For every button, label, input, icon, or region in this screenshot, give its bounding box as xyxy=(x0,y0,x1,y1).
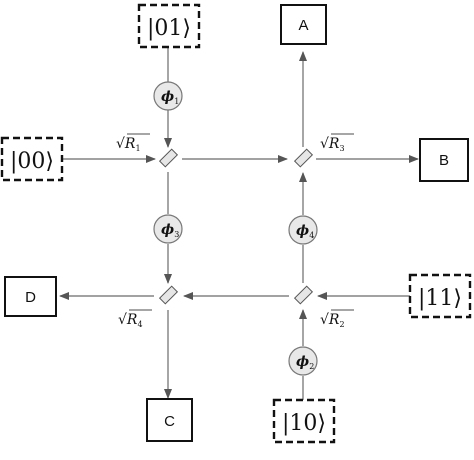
phase-shifter-2: ϕ2 xyxy=(288,346,318,376)
output-D: D xyxy=(4,276,57,317)
label-sqrt-R1: √R1 xyxy=(116,133,150,153)
beam-splitter-4 xyxy=(158,285,179,305)
label-sqrt-R4: √R4 xyxy=(118,309,152,329)
phase-shifter-3: ϕ3 xyxy=(153,214,183,244)
beam-paths xyxy=(59,48,419,400)
output-B: B xyxy=(419,138,469,182)
input-01: |01⟩ xyxy=(137,3,201,49)
input-ports: |01⟩ |00⟩ |11⟩ |10⟩ xyxy=(0,3,472,444)
svg-text:√R4: √R4 xyxy=(118,312,143,329)
phase-shifters: ϕ1 ϕ3 ϕ4 ϕ2 xyxy=(153,81,318,376)
svg-text:ϕ1: ϕ1 xyxy=(161,89,179,106)
svg-text:√R1: √R1 xyxy=(116,136,141,153)
svg-text:|11⟩: |11⟩ xyxy=(418,286,462,311)
phase-shifter-4: ϕ4 xyxy=(288,215,318,245)
output-detectors: A B D C xyxy=(4,4,469,442)
beam-splitter-3 xyxy=(293,148,314,168)
svg-text:ϕ2: ϕ2 xyxy=(296,354,314,371)
phase-shifter-1: ϕ1 xyxy=(153,81,183,111)
svg-text:|00⟩: |00⟩ xyxy=(10,149,54,174)
output-C: C xyxy=(146,398,193,442)
output-A: A xyxy=(280,4,327,45)
svg-text:|10⟩: |10⟩ xyxy=(282,411,326,436)
beam-splitter-2 xyxy=(293,285,314,305)
input-11: |11⟩ xyxy=(408,273,472,319)
svg-text:D: D xyxy=(25,289,36,306)
beam-splitters xyxy=(158,148,314,305)
svg-text:A: A xyxy=(298,17,308,34)
beam-splitter-labels: √R1 √R3 √R4 √R2 xyxy=(116,133,354,329)
svg-text:B: B xyxy=(439,152,449,169)
svg-text:√R3: √R3 xyxy=(320,136,345,153)
input-10: |10⟩ xyxy=(272,398,336,444)
svg-text:C: C xyxy=(164,413,175,430)
label-sqrt-R3: √R3 xyxy=(320,133,354,153)
svg-text:ϕ3: ϕ3 xyxy=(161,222,179,239)
svg-text:|01⟩: |01⟩ xyxy=(147,16,191,41)
beam-splitter-1 xyxy=(158,148,179,168)
svg-text:ϕ4: ϕ4 xyxy=(296,223,314,240)
input-00: |00⟩ xyxy=(0,136,64,182)
label-sqrt-R2: √R2 xyxy=(320,309,354,329)
svg-text:√R2: √R2 xyxy=(320,312,345,329)
